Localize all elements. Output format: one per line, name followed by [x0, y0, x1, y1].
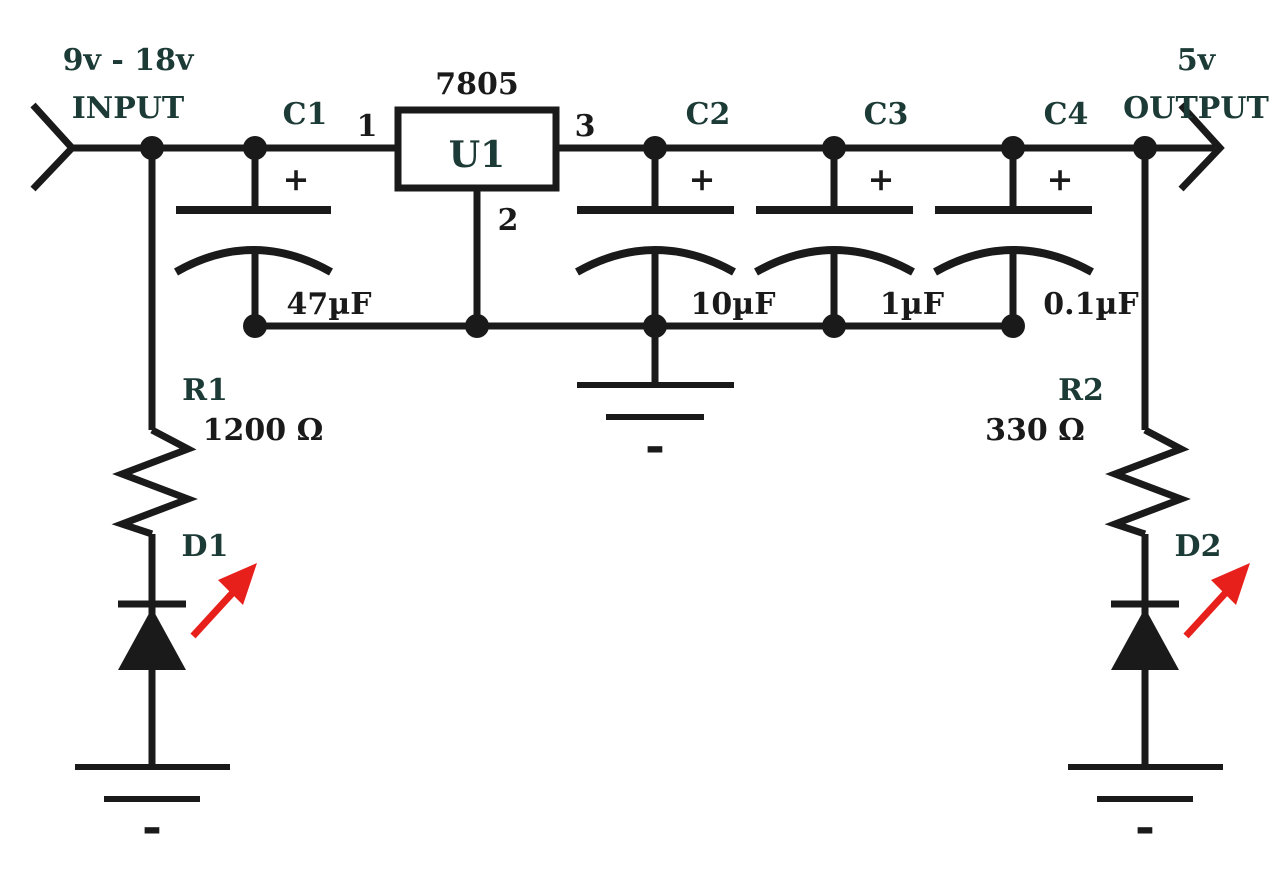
led-arrow-d1 [190, 563, 257, 639]
junction-dot [643, 314, 667, 338]
junction-dot [1001, 136, 1025, 160]
input-voltage-label: 9v - 18v [63, 43, 195, 78]
c3-plus-label: + [868, 160, 895, 198]
right-branch [1068, 148, 1250, 802]
resistor-r2 [1104, 426, 1191, 538]
pin-3-label: 3 [575, 109, 596, 144]
regulator-part-label: 7805 [435, 67, 519, 102]
ground-symbol-right [1068, 764, 1223, 802]
c1-ref-label: C1 [283, 97, 328, 132]
c4-plus-label: + [1047, 160, 1074, 198]
c2-value-label: 10µF [690, 287, 775, 322]
junction-dot [822, 314, 846, 338]
ground-symbol-center [577, 382, 734, 420]
junction-dot [140, 136, 164, 160]
junction-dot [243, 314, 267, 338]
diode-d1 [118, 600, 186, 670]
c1-value-label: 47µF [286, 287, 371, 322]
input-terminal [30, 102, 152, 192]
r2-value-label: 330 Ω [985, 413, 1085, 448]
input-label: INPUT [72, 91, 185, 126]
junction-dot [1133, 136, 1157, 160]
c2-ref-label: C2 [686, 97, 731, 132]
r1-value-label: 1200 Ω [203, 413, 324, 448]
junction-dot [643, 136, 667, 160]
diode-d2 [1111, 600, 1179, 670]
junction-dots [140, 136, 1157, 338]
c2-plus-label: + [689, 160, 716, 198]
pin-2-label: 2 [498, 203, 519, 238]
c3-value-label: 1µF [880, 287, 944, 322]
r2-ref-label: R2 [1058, 373, 1104, 408]
pin-1-label: 1 [357, 109, 378, 144]
resistor-r1 [111, 426, 198, 538]
ground-minus-left: - [142, 799, 162, 855]
led-arrow-d2 [1183, 563, 1250, 639]
d2-ref-label: D2 [1175, 529, 1222, 564]
c1-plus-label: + [283, 160, 310, 198]
left-branch [75, 148, 257, 802]
d1-ref-label: D1 [182, 529, 229, 564]
junction-dot [822, 136, 846, 160]
ground-minus-center: - [645, 418, 665, 474]
c3-ref-label: C3 [864, 97, 909, 132]
c4-value-label: 0.1µF [1043, 287, 1138, 322]
junction-dot [465, 314, 489, 338]
ground-minus-right: - [1135, 799, 1155, 855]
regulator-ref-label: U1 [449, 134, 505, 176]
junction-dot [243, 136, 267, 160]
ground-symbol-left [75, 764, 230, 802]
junction-dot [1001, 314, 1025, 338]
regulator-7805 [394, 106, 560, 326]
output-label: OUTPUT [1123, 91, 1269, 126]
c4-ref-label: C4 [1044, 97, 1089, 132]
r1-ref-label: R1 [182, 373, 228, 408]
output-voltage-label: 5v [1177, 43, 1217, 78]
